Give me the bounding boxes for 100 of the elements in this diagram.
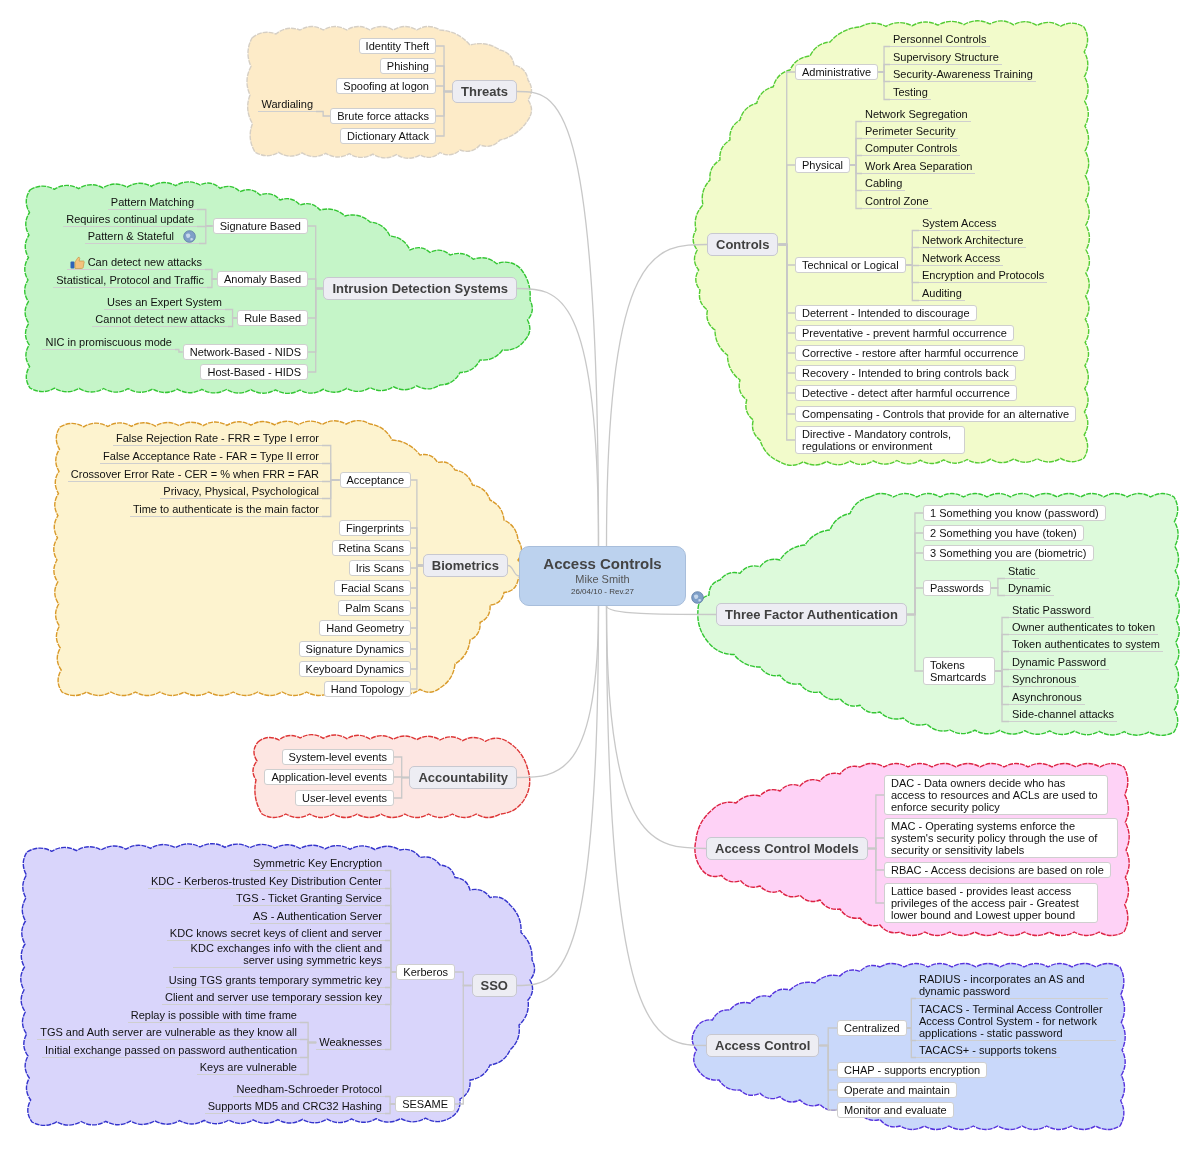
underlined-label: Personnel Controls [890,32,990,47]
main-topic-box: Biometrics [422,554,508,577]
connector-line [605,243,708,547]
underlined-label: Cabling [862,176,906,191]
main-topic-box: Accountability [409,766,517,789]
subtopic-box: Acceptance [339,472,411,488]
underlined-label: Static [1005,564,1039,579]
underlined-label: Replay is possible with time frame [127,1008,300,1023]
subtopic-box: Facial Scans [334,580,411,596]
subtopic-box: Monitor and evaluate [837,1102,954,1118]
underlined-label [84,229,199,244]
underlined-label: Uses an Expert System [104,295,225,310]
underlined-label: TGS and Auth server are vulnerable as they know all [37,1025,300,1040]
connector-line [605,605,707,1047]
underlined-label: Requires continual update [63,212,197,227]
connector-line [315,110,331,117]
subtopic-box: DAC - Data owners decide who has access to resources and ACLs are used to enforce security policy [884,775,1108,815]
date-text: 26/04/10 - Rev.27 [571,586,634,597]
underlined-label: Encryption and Protocols [919,268,1048,283]
underlined-label: Dynamic Password [1009,655,1110,670]
main-topic-box: Three Factor Authentication [716,603,907,626]
underlined-label: RADIUS - incorporates an AS and dynamic password [916,972,1108,999]
subtopic-box: Centralized [837,1020,907,1036]
underlined-label: Supervisory Structure [890,50,1002,65]
subtopic-box: Technical or Logical [795,257,906,273]
subtopic-box: Phishing [379,58,436,74]
subtopic-box: Retina Scans [331,540,411,556]
subtopic-box: Identity Theft [358,38,436,54]
subtopic-box: Application-level events [264,769,394,785]
main-topic-box: Access Control Models [706,837,868,860]
underlined-label [66,255,205,270]
main-topic-box: Access Control [706,1034,820,1057]
underlined-label: Network Architecture [919,233,1027,248]
underlined-label: Security-Awareness Training [890,67,1036,82]
subtopic-box: Signature Based [212,218,308,234]
subtopic-box: CHAP - supports encryption [837,1062,988,1078]
underlined-label: Owner authenticates to token [1009,620,1159,635]
connector-line [818,1044,838,1111]
subtopic-box: Detective - detect after harmful occurrence [795,385,1017,401]
underlined-label: Auditing [919,286,965,301]
subtopic-box: Preventative - prevent harmful occurrence [795,325,1014,341]
subtopic-box: Palm Scans [338,600,411,616]
underlined-label: Token authenticates to system [1009,637,1163,652]
underlined-label: Initial exchange passed on password authentication [42,1043,300,1058]
subtopic-box: Lattice based - provides least access privileges of the access pair - Greatest lower bound and Lowest upper bound [884,883,1098,923]
underlined-label: TACACS+ - supports tokens [916,1043,1060,1058]
connector-line [990,587,1006,597]
connector-line [299,1041,317,1076]
subtopic-box: Anomaly Based [216,271,308,287]
connector-line [906,613,924,672]
underlined-label: Privacy, Physical, Psychological [160,484,322,499]
subtopic-box: Corrective - restore after harmful occurrence [795,345,1026,361]
underlined-label: KDC exchanges info with the client and server using symmetric keys [173,941,385,968]
underlined-label: Client and server use temporary session key [161,990,385,1005]
underlined-label: Control Zone [862,194,932,209]
subtopic-box: System-level events [281,749,394,765]
connector-line [849,164,863,210]
label-text: Pattern & Stateful [87,229,174,243]
connector-line [905,264,920,302]
underlined-label: TACACS - Terminal Access Controller Access Control System - for network applications - static password [916,1002,1116,1041]
underlined-label: Statistical, Protocol and Traffic [53,273,207,288]
subtopic-box: Compensating - Controls that provide for an alternative [795,406,1077,422]
subtopic-box: 2 Something you have (token) [923,525,1084,541]
underlined-label: System Access [919,216,1000,231]
connector-line [994,670,1010,723]
subtopic-box: Keyboard Dynamics [298,661,411,677]
underlined-label: Testing [890,85,931,100]
subtopic-box: User-level events [295,790,394,806]
subtopic-box: Rule Based [237,310,308,326]
subtopic-box: Dictionary Attack [340,128,436,144]
underlined-label: False Acceptance Rate - FAR = Type II error [100,449,322,464]
subtopic-box: 3 Something you are (biometric) [923,545,1094,561]
subtopic-box: Brute force attacks [330,108,436,124]
underlined-label: Network Segregation [862,107,971,122]
subtopic-box: Recovery - Intended to bring controls back [795,365,1016,381]
subtopic-box: Administrative [795,64,879,80]
underlined-label: Time to authenticate is the main factor [129,502,322,517]
underlined-label: Needham-Schroeder Protocol [233,1082,385,1097]
underlined-label: Using TGS grants temporary symmetric key [165,973,385,988]
connector-line [516,287,600,547]
subtopic-box: Passwords [923,580,991,596]
subtopic-box: Hand Geometry [319,620,411,636]
underlined-label: Weaknesses [316,1035,385,1050]
central-topic [519,546,686,606]
connector-line [384,1103,396,1115]
subtopic-box: Network-Based - NIDS [182,344,308,360]
underlined-label: Dynamic [1005,581,1054,596]
connector-line [198,225,214,245]
underlined-label: NIC in promiscuous mode [42,335,175,350]
subtopic-box: MAC - Operating systems enforce the system's security policy through the use of security or sensitivity labels [884,818,1118,858]
subtopic-box: Host-Based - HIDS [200,364,308,380]
connector-line [867,847,885,904]
topic-title: Access Controls [543,555,662,573]
label-text: Can detect new attacks [87,255,202,269]
underlined-label: Perimeter Security [862,124,959,139]
subtopic-box: Iris Scans [348,560,411,576]
underlined-label: Keys are vulnerable [196,1060,300,1075]
underlined-label: KDC - Kerberos-trusted Key Distribution Center [147,874,385,889]
underlined-label: Crossover Error Rate - CER = % when FRR = FAR [67,467,322,482]
main-topic-box: SSO [471,974,517,997]
